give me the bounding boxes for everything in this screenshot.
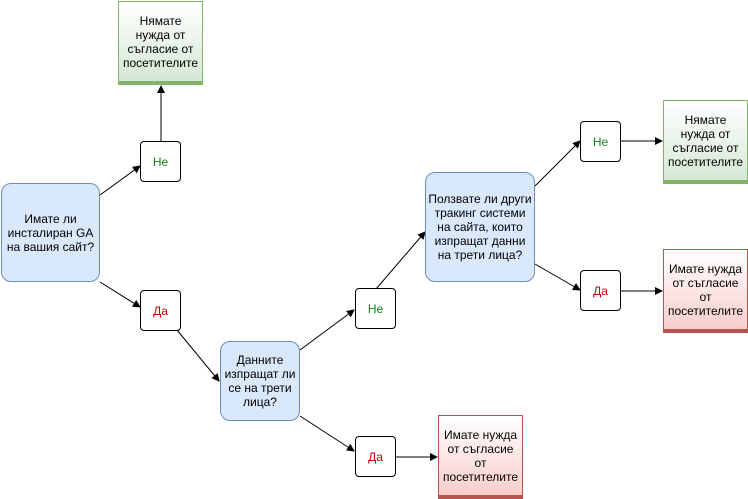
- edge-third-party-to-ne: [299, 309, 355, 351]
- edge-ga-to-da: [99, 281, 141, 308]
- edge-other-tracking-to-da: [534, 263, 581, 291]
- edge-label-no-2-text: Не: [367, 301, 384, 316]
- outcome-consent-1-text: Имате нужда от съгласие от посетителите: [667, 261, 744, 318]
- edge-ga-to-ne: [99, 165, 141, 196]
- outcome-consent-2: Имате нужда от съгласие от посетителите: [438, 415, 523, 499]
- edge-label-yes-3-text: Да: [593, 283, 608, 298]
- question-other-tracking: Ползвате ли други тракинг системи на сай…: [425, 172, 535, 282]
- outcome-no-consent-2-text: Нямате нужда от съгласие от посетителите: [667, 112, 744, 169]
- edge-label-yes-3: Да: [580, 270, 621, 311]
- edge-label-yes-1: Да: [140, 290, 181, 331]
- edge-label-yes-2: Да: [355, 436, 396, 477]
- question-other-tracking-text: Ползвате ли други тракинг системи на сай…: [428, 192, 532, 262]
- question-data-third-party-text: Данните изпращат ли се на трети лица?: [224, 353, 296, 409]
- outcome-consent-1: Имате нужда от съгласие от посетителите: [663, 249, 748, 333]
- edge-third-party-to-da: [299, 415, 355, 452]
- question-ga-installed-text: Имате ли инсталиран GA на вашия сайт?: [6, 211, 95, 254]
- outcome-no-consent-2: Нямате нужда от съгласие от посетителите: [663, 100, 748, 184]
- question-data-third-party: Данните изпращат ли се на трети лица?: [220, 341, 300, 421]
- edge-label-no-2: Не: [355, 288, 396, 329]
- edge-label-yes-1-text: Да: [153, 303, 168, 318]
- edge-label-yes-2-text: Да: [368, 449, 383, 464]
- question-ga-installed: Имате ли инсталиран GA на вашия сайт?: [1, 183, 100, 282]
- edge-label-no-3-text: Не: [592, 134, 609, 149]
- outcome-no-consent-1: Нямате нужда от съгласие от посетителите: [118, 1, 203, 85]
- edge-other-tracking-to-ne: [534, 140, 581, 187]
- edge-label-no-1-text: Не: [152, 154, 169, 169]
- edge-ne-to-other-tracking: [375, 231, 426, 290]
- outcome-no-consent-1-text: Нямате нужда от съгласие от посетителите: [122, 13, 199, 70]
- edge-label-no-3: Не: [580, 121, 621, 162]
- edge-label-no-1: Не: [140, 141, 181, 182]
- edge-da-to-third-party: [176, 329, 220, 382]
- outcome-consent-2-text: Имате нужда от съгласие от посетителите: [442, 427, 519, 484]
